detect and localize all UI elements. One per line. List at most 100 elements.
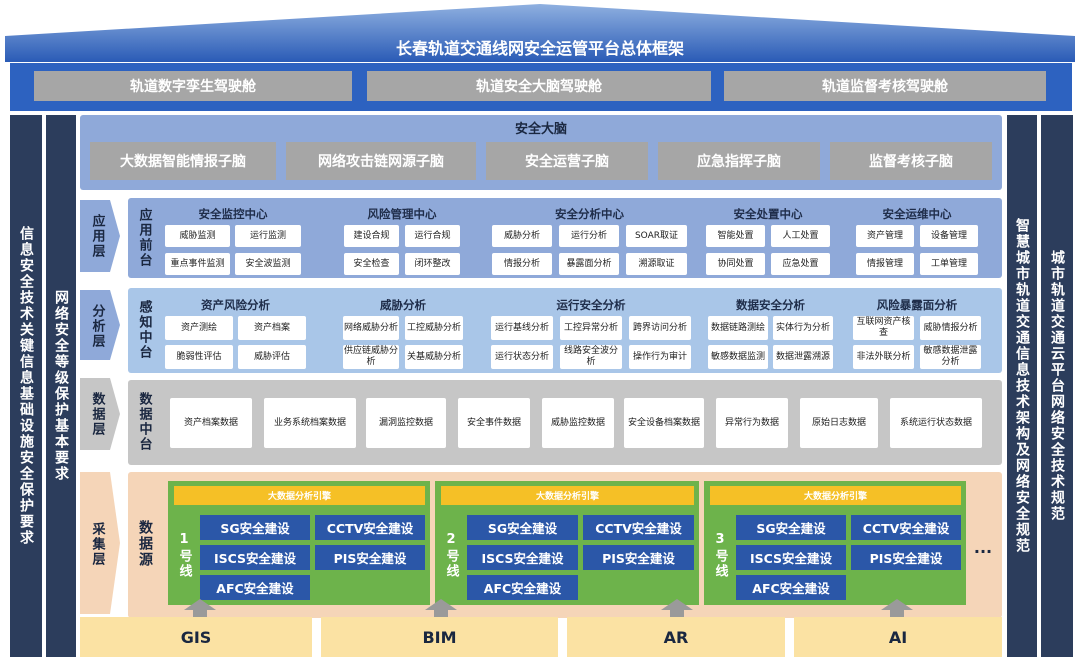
brain-big-data-intel: 大数据智能情报子脑 xyxy=(90,142,276,180)
app-item: 威胁分析 xyxy=(492,225,552,247)
left-outer-pillar: 信息安全技术关键信息基础设施安全保护要求 xyxy=(10,115,42,657)
analysis-item: 网络威胁分析 xyxy=(343,316,399,340)
app-item: 设备管理 xyxy=(920,225,978,247)
app-item: 运行分析 xyxy=(559,225,619,247)
analysis-item: 工控威胁分析 xyxy=(405,316,463,340)
sg-security: SG安全建设 xyxy=(467,515,578,540)
analysis-item: 非法外联分析 xyxy=(853,345,914,369)
app-item: 安全波监测 xyxy=(235,253,301,275)
brain-supervision: 监督考核子脑 xyxy=(830,142,992,180)
group-title: 安全运维中心 xyxy=(882,207,952,221)
right-outer-standard: 城市轨道交通云平台网络安全技术规范 xyxy=(1049,250,1065,522)
analysis-item: 实体行为分析 xyxy=(773,316,833,340)
more-lines-ellipsis: ... xyxy=(973,537,993,557)
group-title: 数据安全分析 xyxy=(736,298,805,312)
pis-security: PIS安全建设 xyxy=(851,545,961,570)
group-title: 安全分析中心 xyxy=(555,207,624,221)
app-item: 情报分析 xyxy=(492,253,552,275)
analysis-item: 敏感数据泄露分析 xyxy=(920,345,981,369)
sg-security: SG安全建设 xyxy=(736,515,846,540)
analysis-item: 威胁情报分析 xyxy=(920,316,981,340)
analysis-item: 供应链威胁分析 xyxy=(343,345,399,369)
app-item: 安全检查 xyxy=(344,253,399,275)
cctv-security: CCTV安全建设 xyxy=(851,515,961,540)
cctv-security: CCTV安全建设 xyxy=(583,515,694,540)
right-outer-pillar: 城市轨道交通云平台网络安全技术规范 xyxy=(1041,115,1073,657)
analysis-item: 资产测绘 xyxy=(165,316,233,340)
data-item: 漏洞监控数据 xyxy=(366,398,446,448)
app-item: 暴露面分析 xyxy=(559,253,619,275)
roof-title-banner xyxy=(5,4,1075,62)
collect-platform-label: 数据源 xyxy=(137,520,153,568)
app-item: 协同处置 xyxy=(706,253,765,275)
data-item: 威胁监控数据 xyxy=(542,398,614,448)
app-item: 人工处置 xyxy=(771,225,830,247)
iscs-security: ISCS安全建设 xyxy=(467,545,578,570)
analysis-layer-label: 分析层 xyxy=(89,303,105,349)
foundation-ai: AI xyxy=(794,617,1002,657)
page-title: 长春轨道交通线网安全运管平台总体框架 xyxy=(395,39,684,58)
arrow-up-icon xyxy=(421,599,461,619)
right-inner-pillar: 智慧城市轨道交通信息技术架构及网络安全规范 xyxy=(1007,115,1037,657)
pis-security: PIS安全建设 xyxy=(583,545,694,570)
pis-security: PIS安全建设 xyxy=(315,545,425,570)
app-item: 智能处置 xyxy=(706,225,765,247)
app-item: 溯源取证 xyxy=(626,253,687,275)
analysis-item: 跨界访问分析 xyxy=(629,316,691,340)
iscs-security: ISCS安全建设 xyxy=(200,545,310,570)
analysis-item: 资产档案 xyxy=(238,316,306,340)
analysis-item: 关基威胁分析 xyxy=(405,345,463,369)
line-1-label: 1号线 xyxy=(176,531,192,579)
data-item: 业务系统档案数据 xyxy=(264,398,356,448)
data-item: 安全设备档案数据 xyxy=(624,398,704,448)
left-inner-pillar: 网络安全等级保护基本要求 xyxy=(46,115,76,657)
brain-attack-chain: 网络攻击链网源子脑 xyxy=(286,142,476,180)
left-outer-standard: 信息安全技术关键信息基础设施安全保护要求 xyxy=(18,226,34,546)
line-2-label: 2号线 xyxy=(443,531,459,579)
afc-security: AFC安全建设 xyxy=(200,575,310,600)
analysis-item: 数据链路测绘 xyxy=(708,316,768,340)
layer-chevrons xyxy=(80,200,120,614)
foundation-gis: GIS xyxy=(80,617,312,657)
data-item: 系统运行状态数据 xyxy=(890,398,982,448)
analysis-item: 互联网资产核查 xyxy=(853,316,914,340)
analysis-platform-label: 感知中台 xyxy=(136,300,152,360)
analysis-item: 敏感数据监测 xyxy=(708,345,768,369)
line-3-engine: 大数据分析引擎 xyxy=(710,486,961,505)
group-title: 威胁分析 xyxy=(380,298,426,312)
data-platform-label: 数据中台 xyxy=(136,392,152,452)
cockpit-digital-twin: 轨道数字孪生驾驶舱 xyxy=(34,71,352,101)
foundation-bim: BIM xyxy=(321,617,558,657)
data-item: 异常行为数据 xyxy=(716,398,788,448)
arrow-up-icon xyxy=(180,599,220,619)
analysis-item: 数据泄露溯源 xyxy=(773,345,833,369)
app-item: 运行监测 xyxy=(235,225,301,247)
cockpit-security-brain: 轨道安全大脑驾驶舱 xyxy=(367,71,711,101)
group-title: 安全监控中心 xyxy=(198,207,268,221)
cockpit-supervision: 轨道监督考核驾驶舱 xyxy=(724,71,1046,101)
group-title: 资产风险分析 xyxy=(201,298,270,312)
line-1-engine: 大数据分析引擎 xyxy=(174,486,425,505)
sg-security: SG安全建设 xyxy=(200,515,310,540)
group-title: 风险暴露面分析 xyxy=(876,298,958,312)
arrow-up-icon xyxy=(657,599,697,619)
app-item: 应急处置 xyxy=(771,253,830,275)
app-item: 情报管理 xyxy=(856,253,914,275)
app-item: 重点事件监测 xyxy=(165,253,230,275)
app-item: 闭环整改 xyxy=(405,253,460,275)
data-item: 原始日志数据 xyxy=(800,398,878,448)
cctv-security: CCTV安全建设 xyxy=(315,515,425,540)
analysis-item: 运行基线分析 xyxy=(491,316,553,340)
line-3-label: 3号线 xyxy=(712,531,728,579)
analysis-item: 威胁评估 xyxy=(238,345,306,369)
analysis-item: 工控异常分析 xyxy=(560,316,622,340)
line-2-engine: 大数据分析引擎 xyxy=(441,486,694,505)
app-item: 资产管理 xyxy=(856,225,914,247)
foundation-ar: AR xyxy=(567,617,785,657)
brain-emergency: 应急指挥子脑 xyxy=(658,142,820,180)
app-platform-label: 应用前台 xyxy=(136,208,152,268)
analysis-item: 运行状态分析 xyxy=(491,345,553,369)
left-inner-standard: 网络安全等级保护基本要求 xyxy=(53,290,69,482)
arrow-up-icon xyxy=(877,599,917,619)
data-item: 安全事件数据 xyxy=(458,398,530,448)
